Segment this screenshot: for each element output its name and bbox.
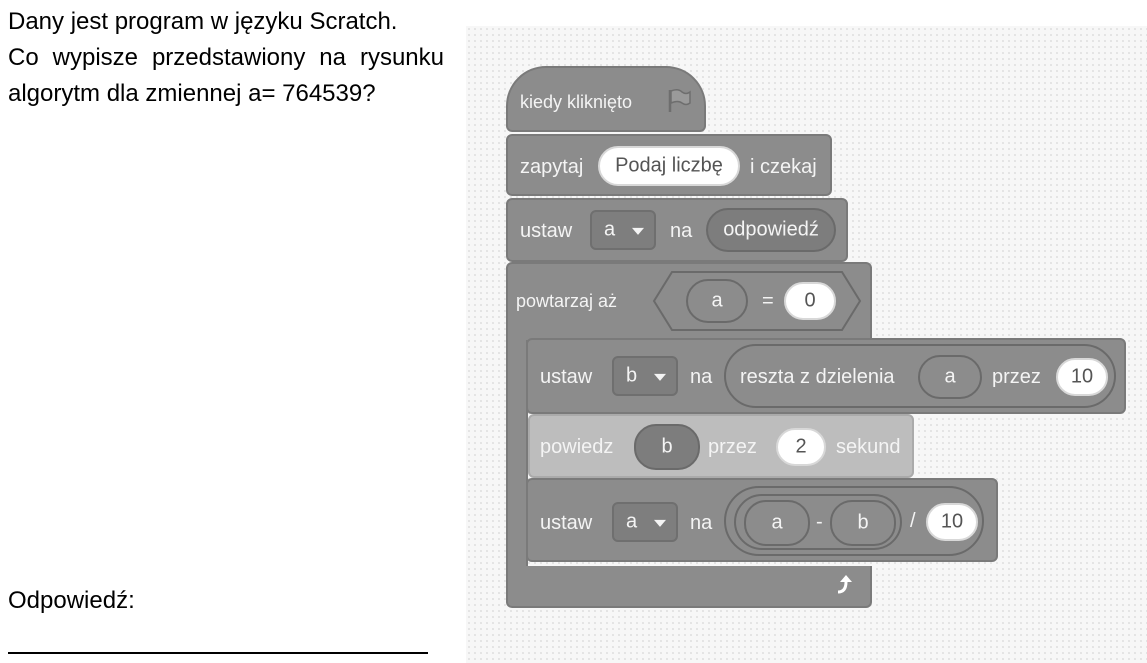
equals-condition[interactable]: a = 0 — [652, 270, 862, 332]
green-flag-icon — [666, 88, 692, 114]
minus-arg-b[interactable]: b — [830, 500, 896, 546]
set-a-block[interactable]: ustaw a na odpowiedź — [506, 198, 848, 262]
say-block[interactable]: powiedz b przez 2 sekund — [528, 414, 914, 478]
minus-arg-a[interactable]: a — [744, 500, 810, 546]
mod-operator[interactable]: reszta z dzielenia a przez 10 — [724, 344, 1116, 408]
equals-sign: = — [762, 290, 774, 312]
repeat-label: powtarzaj aż — [516, 291, 618, 311]
ask-block[interactable]: zapytaj Podaj liczbę i czekaj — [506, 134, 832, 196]
minus-operator[interactable]: a - b — [734, 494, 902, 550]
mod-arg-10[interactable]: 10 — [1056, 358, 1108, 396]
say-przez: przez — [708, 436, 757, 458]
chevron-down-icon — [632, 227, 644, 235]
set-b-block[interactable]: ustaw b na reszta z dzielenia a przez 10 — [526, 338, 1126, 414]
question-text: Dany jest program w języku Scratch. Co w… — [8, 4, 444, 112]
hat-label: kiedy kliknięto — [520, 92, 633, 112]
question-line-2: Co wypisze przedstawiony na rysunku algo… — [8, 44, 444, 107]
set-b-na: na — [690, 366, 713, 388]
say-sekund: sekund — [836, 436, 901, 458]
set-b-label: ustaw — [540, 366, 593, 388]
var-b-dropdown[interactable]: b — [612, 356, 678, 396]
mod-przez: przez — [992, 366, 1041, 388]
minus-sign: - — [816, 511, 823, 533]
ask-input[interactable]: Podaj liczbę — [598, 146, 740, 186]
condition-var-a[interactable]: a — [686, 279, 748, 323]
set-a-label: ustaw — [520, 220, 573, 242]
ask-suffix: i czekaj — [750, 156, 817, 178]
repeat-arm — [506, 340, 528, 580]
repeat-footer — [506, 566, 872, 608]
chevron-down-icon — [654, 373, 666, 381]
divide-sign: / — [910, 510, 916, 532]
set-a2-block[interactable]: ustaw a na a - b / 10 — [526, 478, 998, 562]
condition-zero[interactable]: 0 — [784, 282, 836, 320]
divide-arg-10[interactable]: 10 — [926, 503, 978, 541]
var-a2-dropdown[interactable]: a — [612, 502, 678, 542]
set-a2-na: na — [690, 512, 713, 534]
chevron-down-icon — [654, 519, 666, 527]
question-line-1: Dany jest program w języku Scratch. — [8, 8, 398, 35]
ask-label: zapytaj — [520, 156, 584, 178]
answer-line — [8, 652, 428, 654]
mod-arg-a[interactable]: a — [918, 355, 982, 399]
answer-label: Odpowiedź: — [8, 587, 135, 614]
say-arg-b[interactable]: b — [634, 424, 700, 470]
answer-reporter[interactable]: odpowiedź — [706, 208, 836, 252]
divide-operator[interactable]: a - b / 10 — [724, 486, 984, 556]
hat-block[interactable]: kiedy kliknięto — [506, 66, 706, 132]
set-a2-label: ustaw — [540, 512, 593, 534]
mod-label: reszta z dzielenia — [740, 366, 895, 388]
var-a-dropdown[interactable]: a — [590, 210, 656, 250]
repeat-until-block[interactable]: powtarzaj aż a = 0 — [506, 262, 872, 342]
say-label: powiedz — [540, 436, 614, 458]
set-a-na: na — [670, 220, 693, 242]
say-seconds[interactable]: 2 — [776, 428, 826, 466]
scratch-script-area: kiedy kliknięto zapytaj Podaj liczbę i c… — [466, 26, 1147, 663]
loop-arrow-icon — [834, 574, 856, 596]
